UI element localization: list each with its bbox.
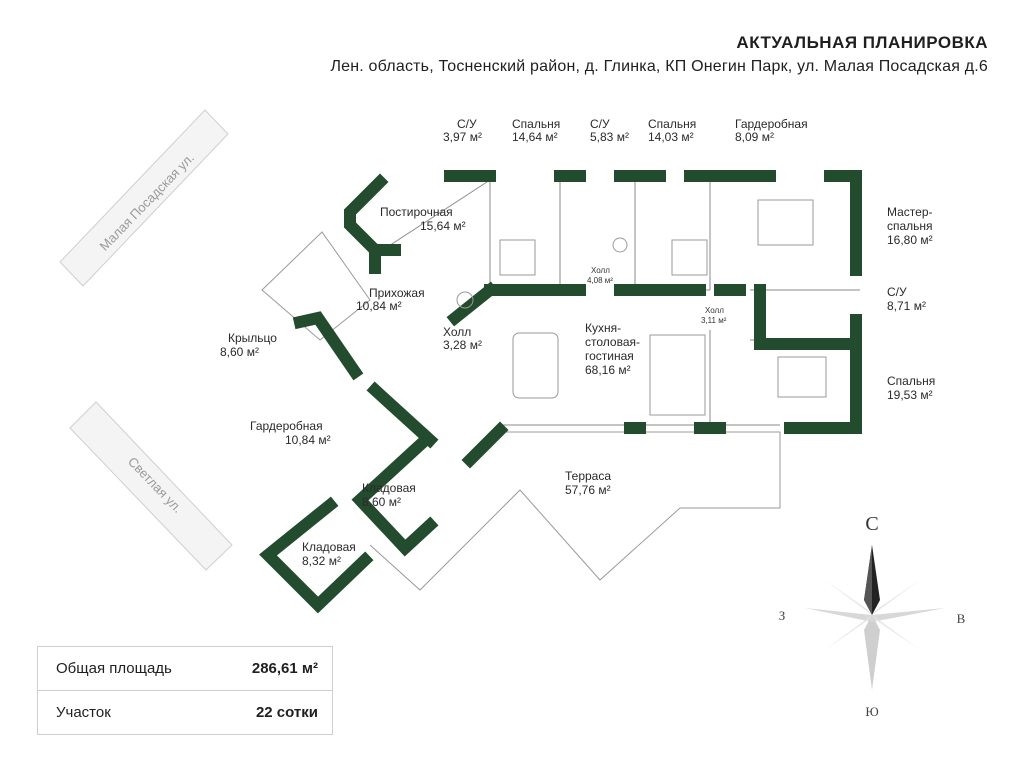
summary-row-plot: Участок 22 сотки [38,690,332,734]
room-porch: Крыльцо 8,60 м² [220,331,277,359]
svg-text:8,09 м²: 8,09 м² [735,130,774,144]
room-bedroom-3: Спальня 19,53 м² [887,374,935,402]
room-hall-2: Холл 3,11 м² [701,306,727,325]
summary-row-total: Общая площадь 286,61 м² [38,647,332,690]
svg-text:3,97 м²: 3,97 м² [443,130,482,144]
plan-title: АКТУАЛЬНАЯ ПЛАНИРОВКА [736,33,988,52]
svg-text:8,32 м²: 8,32 м² [302,554,341,568]
svg-text:Мастер-: Мастер- [887,205,933,219]
svg-text:5,83 м²: 5,83 м² [590,130,629,144]
street-north-label: Малая Посадская ул. [96,150,197,253]
plan-address: Лен. область, Тосненский район, д. Глинк… [330,58,988,75]
room-master-bedroom: Мастер- спальня 16,80 м² [887,205,933,247]
svg-text:57,76 м²: 57,76 м² [565,483,611,497]
summary-label: Участок [56,704,111,721]
room-hall-small: Холл 4,08 м² [587,266,613,285]
room-terrace: Терраса 57,76 м² [565,469,611,497]
svg-text:спальня: спальня [887,219,933,233]
svg-text:Прихожая: Прихожая [369,286,425,300]
svg-text:Кладовая: Кладовая [362,481,416,495]
svg-text:Спальня: Спальня [887,374,935,388]
svg-text:С/У: С/У [457,117,477,131]
street-south: Светлая ул. [69,401,233,571]
svg-text:Холл: Холл [443,325,471,339]
svg-text:Холл: Холл [591,266,610,275]
compass: С Ю З В [779,513,966,719]
svg-text:8,71 м²: 8,71 м² [887,299,926,313]
room-su2: С/У 5,83 м² [590,117,629,144]
svg-text:С/У: С/У [590,117,610,131]
svg-text:14,64 м²: 14,64 м² [512,130,558,144]
svg-text:68,16 м²: 68,16 м² [585,363,631,377]
compass-west: З [779,608,786,623]
svg-text:4,08 м²: 4,08 м² [587,276,613,285]
room-bed2: Спальня 14,03 м² [648,117,696,144]
svg-text:Постирочная: Постирочная [380,205,453,219]
furniture [456,199,827,416]
svg-text:19,53 м²: 19,53 м² [887,388,933,402]
svg-text:столовая-: столовая- [585,335,640,349]
compass-south: Ю [865,704,878,719]
terrace-outline [369,431,781,591]
area-summary: Общая площадь 286,61 м² Участок 22 сотки [37,646,333,735]
svg-text:С/У: С/У [887,285,907,299]
compass-rose-icon [805,545,945,690]
room-entry-hall: Прихожая 10,84 м² [356,286,425,313]
street-north: Малая Посадская ул. [59,109,229,287]
summary-value: 286,61 м² [251,660,318,677]
room-storage-1: Кладовая 8,60 м² [362,481,416,509]
summary-value: 22 сотки [255,704,318,721]
svg-text:16,80 м²: 16,80 м² [887,233,933,247]
svg-text:Крыльцо: Крыльцо [228,331,277,345]
room-storage-2: Кладовая 8,32 м² [302,540,356,568]
svg-text:Спальня: Спальня [648,117,696,131]
svg-text:Кухня-: Кухня- [585,321,621,335]
svg-text:8,60 м²: 8,60 м² [220,345,259,359]
room-su1: С/У 3,97 м² [443,117,482,144]
room-laundry: Постирочная 15,64 м² [380,205,466,233]
room-wardrobe-1: Гардеробная 8,09 м² [735,117,808,144]
svg-text:8,60 м²: 8,60 м² [362,495,401,509]
svg-text:15,64 м²: 15,64 м² [420,219,466,233]
svg-text:14,03 м²: 14,03 м² [648,130,694,144]
svg-text:Холл: Холл [705,306,724,315]
room-su3: С/У 8,71 м² [887,285,926,313]
compass-east: В [957,611,966,626]
svg-text:Спальня: Спальня [512,117,560,131]
svg-text:3,28 м²: 3,28 м² [443,338,482,352]
svg-text:Гардеробная: Гардеробная [250,419,323,433]
room-kitchen-living: Кухня- столовая- гостиная 68,16 м² [585,321,640,377]
svg-text:Гардеробная: Гардеробная [735,117,808,131]
room-bed1: Спальня 14,64 м² [512,117,560,144]
svg-text:Кладовая: Кладовая [302,540,356,554]
walls [259,170,862,614]
svg-text:3,11 м²: 3,11 м² [701,316,727,325]
svg-text:10,84 м²: 10,84 м² [356,299,402,313]
svg-text:Терраса: Терраса [565,469,611,483]
summary-label: Общая площадь [56,660,172,677]
svg-text:гостиная: гостиная [585,349,634,363]
room-hall: Холл 3,28 м² [443,325,482,352]
compass-north: С [865,513,878,535]
room-wardrobe-2: Гардеробная 10,84 м² [250,419,331,447]
svg-text:10,84 м²: 10,84 м² [285,433,331,447]
